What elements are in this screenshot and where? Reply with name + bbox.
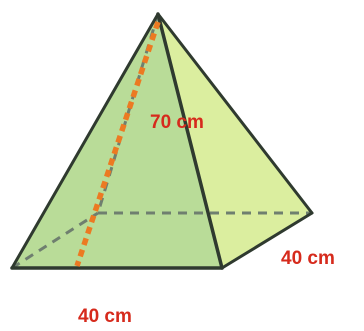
- edge-apex-back-right: [156, 12, 314, 215]
- base-side-bottom-label: 40 cm: [78, 306, 132, 327]
- hidden-edge-back-left: [11, 211, 99, 270]
- edge-apex-left: [10, 12, 160, 270]
- slant-height-label: 70 cm: [150, 112, 204, 133]
- pyramid-side-face: [158, 14, 312, 268]
- edge-apex-front-right: [156, 12, 224, 270]
- edge-base-right: [220, 211, 314, 270]
- base-side-right-label: 40 cm: [281, 248, 335, 269]
- slant-height-line: [74, 21, 161, 267]
